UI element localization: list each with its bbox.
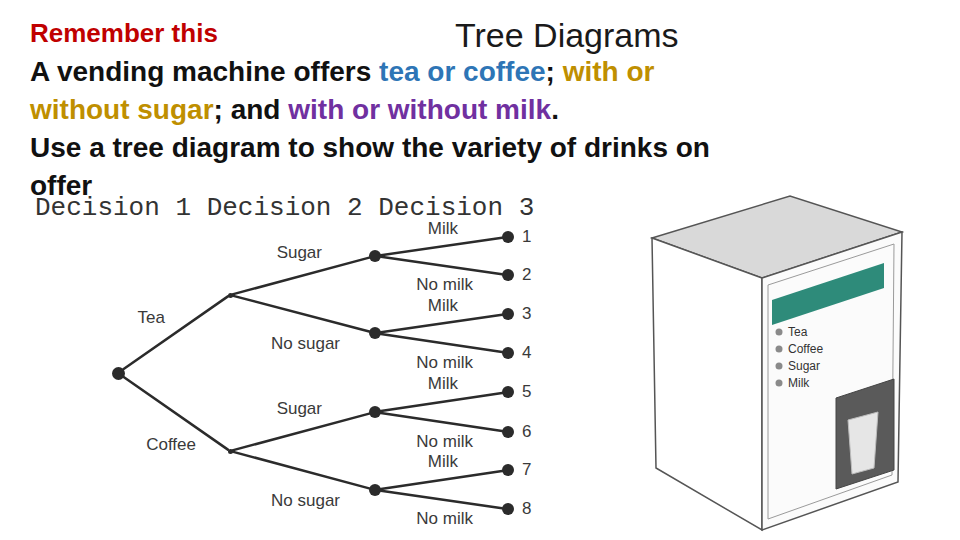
outcome-number: 5 — [522, 383, 531, 401]
branch-label: No sugar — [271, 492, 340, 510]
outcome-number: 7 — [522, 461, 531, 479]
branch-label: Milk — [428, 220, 458, 238]
branch-line — [381, 393, 502, 411]
outcome-number: 4 — [522, 344, 531, 362]
tree-dot: No sugar — [369, 484, 381, 496]
tree-dot: Sugar — [369, 250, 381, 262]
branch-line — [381, 334, 502, 352]
button — [776, 363, 783, 370]
branch-line — [381, 491, 502, 508]
button — [776, 380, 783, 387]
button — [776, 329, 783, 336]
display-panel — [772, 263, 884, 325]
tree-dot: No milk2 — [502, 269, 514, 281]
branch-line — [381, 413, 502, 431]
question-line: without sugar; andwith or without milk. — [30, 91, 559, 129]
branch-label: Milk — [428, 453, 458, 471]
outcome-number: 1 — [522, 228, 531, 246]
branch-line — [381, 238, 502, 255]
tree-dot: Tea — [228, 293, 233, 298]
button-label: Milk — [788, 376, 809, 390]
branch-line — [381, 315, 502, 332]
question-text: with or without milk — [288, 94, 551, 125]
outcome-number: 8 — [522, 500, 531, 518]
branch-label: No milk — [416, 276, 473, 294]
button — [776, 346, 783, 353]
branch-label: Milk — [428, 297, 458, 315]
branch-label: No milk — [416, 433, 473, 451]
branch-label: Sugar — [277, 400, 322, 418]
branch-line — [232, 452, 369, 489]
branch-line — [232, 296, 369, 332]
tree-dot: Milk7 — [502, 464, 514, 476]
tree-dot: Milk3 — [502, 308, 514, 320]
tree-dot: No milk6 — [502, 426, 514, 438]
branch-line — [232, 258, 369, 295]
machine-side — [652, 238, 762, 530]
tree-dot: Sugar — [369, 406, 381, 418]
slide-title: Tree Diagrams — [455, 15, 679, 55]
button-label: Sugar — [788, 359, 820, 373]
tree-dot: Milk5 — [502, 386, 514, 398]
question-text: . — [551, 94, 559, 125]
cup — [848, 412, 878, 474]
branch-line — [232, 414, 369, 451]
question-text: A vending machine offers — [30, 56, 371, 87]
cup-window — [836, 379, 894, 489]
outcome-number: 3 — [522, 305, 531, 323]
question-text: with or — [563, 56, 655, 87]
button-label: Coffee — [788, 342, 823, 356]
tree-dot: Milk1 — [502, 231, 514, 243]
question-text: Use a tree diagram to show the variety o… — [30, 132, 710, 163]
question-line: Use a tree diagram to show the variety o… — [30, 129, 710, 167]
branch-label: No sugar — [271, 335, 340, 353]
branch-label: Tea — [138, 309, 165, 327]
question-text: without sugar — [30, 94, 214, 125]
branch-label: Milk — [428, 375, 458, 393]
question-text: ; and — [214, 94, 281, 125]
question-line: A vending machine offers tea or coffee; wi… — [30, 53, 655, 91]
button-label: Tea — [788, 325, 807, 339]
tree-dot: No milk4 — [502, 347, 514, 359]
branch-label: Coffee — [146, 436, 196, 454]
question-text: ; — [546, 56, 555, 87]
outcome-number: 2 — [522, 266, 531, 284]
tree-dot: Coffee — [228, 449, 233, 454]
branch-line — [381, 257, 502, 274]
branch-line — [381, 471, 502, 489]
branch-label: No milk — [416, 510, 473, 528]
tree-dot — [112, 367, 125, 380]
branch-label: Sugar — [277, 244, 322, 262]
branch-label: No milk — [416, 354, 473, 372]
question-text: tea or coffee — [379, 56, 546, 87]
front-panel-outline — [768, 244, 894, 519]
machine-front — [762, 232, 902, 530]
outcome-number: 6 — [522, 423, 531, 441]
tree-dot: No sugar — [369, 327, 381, 339]
reminder-heading: Remember this — [30, 18, 218, 48]
branch-line — [123, 296, 228, 369]
decision-header: Decision 1 Decision 2 Decision 3 — [35, 193, 534, 223]
tree-dot: No milk8 — [502, 503, 514, 515]
